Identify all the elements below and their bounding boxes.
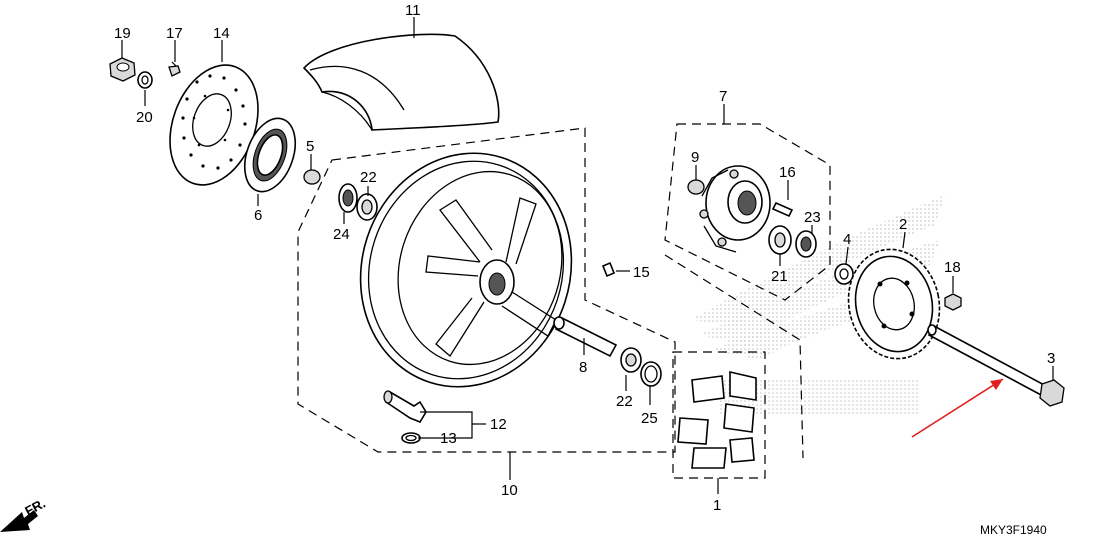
part-label-6: 6	[254, 207, 262, 224]
rear-tire	[302, 33, 500, 131]
final-driven-sprocket	[847, 248, 941, 360]
part-label-12: 12	[490, 416, 507, 433]
nut-19	[109, 57, 136, 82]
part-label-10: 10	[501, 482, 518, 499]
distance-collar-8	[553, 316, 618, 358]
front-direction-arrow	[0, 510, 38, 532]
part-label-4: 4	[843, 231, 851, 248]
driven-flange	[699, 165, 771, 253]
diagram-code: MKY3F1940	[980, 523, 1047, 537]
part-labels: 11 19 17 14 20 5 6 22 24 7 9 16 23 21 4 …	[114, 2, 1055, 514]
part-label-20: 20	[136, 109, 153, 126]
dust-seal-23	[795, 230, 817, 258]
washer-20	[137, 71, 153, 89]
part-label-22-upper: 22	[360, 169, 377, 186]
part-label-3: 3	[1047, 350, 1055, 367]
part-label-22-lower: 22	[616, 393, 633, 410]
part-label-2: 2	[899, 216, 907, 233]
bearing-22-upper	[356, 193, 378, 221]
collar-5	[303, 169, 321, 185]
wheel-group-outline	[297, 127, 676, 453]
part-label-9: 9	[691, 149, 699, 166]
part-label-15: 15	[633, 264, 650, 281]
flange-damper-link	[664, 254, 804, 459]
damper-group-outline	[672, 351, 766, 479]
rear-wheel	[359, 152, 573, 388]
bearing-21	[768, 225, 792, 255]
part-label-16: 16	[779, 164, 796, 181]
rear-axle	[927, 324, 1065, 407]
collar-9	[687, 179, 705, 195]
part-label-8: 8	[579, 359, 587, 376]
part-label-1: 1	[713, 497, 721, 514]
part-label-25: 25	[641, 410, 658, 427]
dowel-pin-15	[601, 261, 616, 278]
nut-18	[944, 293, 962, 311]
air-valve-12	[383, 390, 427, 423]
dust-seal-25	[640, 361, 662, 387]
part-label-13: 13	[440, 430, 457, 447]
part-label-5: 5	[306, 138, 314, 155]
brake-disc	[169, 64, 259, 186]
damper-set	[677, 370, 757, 469]
part-label-19: 19	[114, 25, 131, 42]
part-label-14: 14	[213, 25, 230, 42]
o-ring-13	[401, 432, 421, 444]
part-label-17: 17	[166, 25, 183, 42]
disc-bolt-17	[168, 61, 181, 77]
stud-bolt-16	[771, 201, 794, 218]
leader-lines	[121, 17, 1054, 494]
front-direction-label: FR.	[22, 496, 48, 519]
washer-4	[834, 263, 854, 285]
part-label-23: 23	[804, 209, 821, 226]
dust-seal-6	[243, 117, 297, 193]
part-label-21: 21	[771, 268, 788, 285]
part-label-11: 11	[405, 2, 421, 19]
red-pointer-arrow	[911, 378, 1004, 438]
part-label-18: 18	[944, 259, 961, 276]
flange-group-outline	[664, 123, 831, 301]
part-label-7: 7	[719, 88, 727, 105]
part-label-24: 24	[333, 226, 350, 243]
dust-seal-24	[338, 183, 358, 213]
bearing-22-lower	[620, 347, 642, 373]
